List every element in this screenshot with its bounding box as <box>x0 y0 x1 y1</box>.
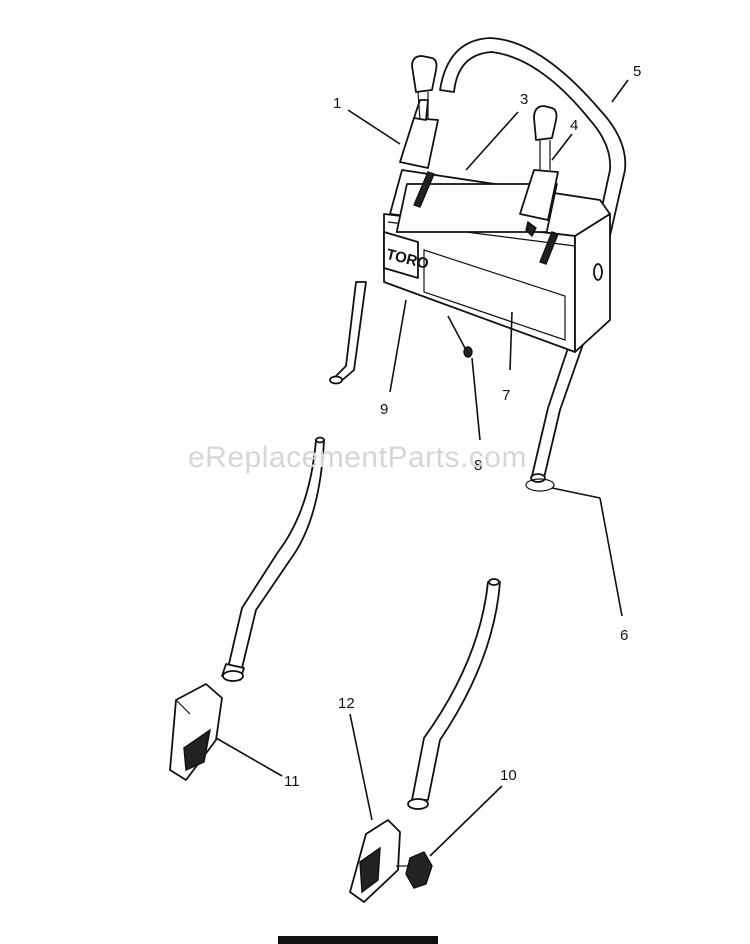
ring-clip <box>525 478 555 492</box>
callout-7: 7 <box>502 387 510 404</box>
callout-5: 5 <box>633 63 641 80</box>
watermark: eReplacementParts.com <box>188 441 527 474</box>
lower-handle-right <box>349 578 501 903</box>
control-lever <box>519 105 559 238</box>
leader-lines <box>215 79 629 857</box>
callout-4: 4 <box>570 117 578 134</box>
callout-8: 8 <box>474 457 482 474</box>
footer-fragment <box>278 936 438 944</box>
callout-1: 1 <box>333 95 341 112</box>
callout-9: 9 <box>380 401 388 418</box>
callout-3: 3 <box>520 91 528 108</box>
callout-11: 11 <box>284 773 300 790</box>
callout-10: 10 <box>500 767 517 784</box>
callouts: 1 5 3 4 9 7 8 6 11 12 10 <box>284 63 641 790</box>
lower-handle-left <box>169 436 325 781</box>
control-panel: TORO <box>383 169 611 353</box>
throttle-lever <box>399 55 439 169</box>
callout-12: 12 <box>338 695 355 712</box>
handle-stubs <box>329 281 367 385</box>
callout-6: 6 <box>620 627 628 644</box>
